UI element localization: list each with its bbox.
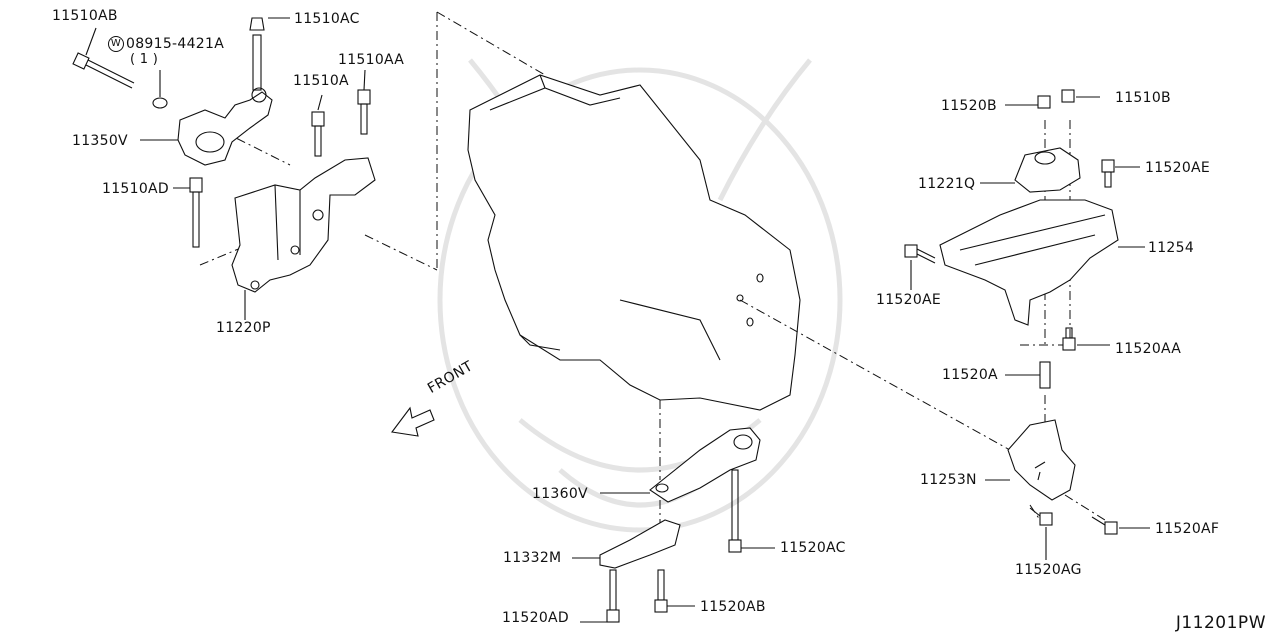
label-11520b[interactable]: 11520B: [941, 98, 997, 114]
label-11220p[interactable]: 11220P: [216, 320, 271, 336]
label-11510ac[interactable]: 11510AC: [294, 11, 360, 27]
part-11350v-mount[interactable]: [177, 17, 273, 166]
bolt-11510aa[interactable]: [357, 89, 371, 135]
label-11221q[interactable]: 11221Q: [918, 176, 976, 192]
bolt-11520ac[interactable]: [728, 469, 742, 553]
label-11520ae-left[interactable]: 11520AE: [876, 292, 942, 308]
label-11253n[interactable]: 11253N: [920, 472, 977, 488]
part-11253n-bracket[interactable]: [1007, 419, 1076, 501]
washer-symbol: W: [108, 36, 124, 52]
label-11520aa[interactable]: 11520AA: [1115, 341, 1182, 357]
bolt-11520af[interactable]: [1091, 516, 1118, 535]
bolt-11520ae-top[interactable]: [1101, 159, 1115, 188]
part-11221q-insulator[interactable]: [1014, 147, 1081, 193]
label-11332m[interactable]: 11332M: [503, 550, 562, 566]
label-11520ad[interactable]: 11520AD: [502, 610, 569, 626]
label-11254[interactable]: 11254: [1148, 240, 1195, 256]
label-11520ae-top[interactable]: 11520AE: [1145, 160, 1211, 176]
washer-08915[interactable]: [152, 97, 168, 109]
bolt-11510b[interactable]: [1061, 89, 1075, 103]
label-11520a[interactable]: 11520A: [942, 367, 998, 383]
diagram-code: J11201PW: [1175, 613, 1266, 633]
label-11510b[interactable]: 11510B: [1115, 90, 1171, 106]
bolt-11510a[interactable]: [311, 111, 325, 157]
label-11520ag[interactable]: 11520AG: [1015, 562, 1082, 578]
label-11520ab[interactable]: 11520AB: [700, 599, 766, 615]
label-11510ab[interactable]: 11510AB: [52, 8, 118, 24]
part-11220p-bracket[interactable]: [231, 157, 376, 293]
engine-block: [467, 74, 801, 411]
part-11254-bracket[interactable]: [939, 199, 1119, 326]
label-11510ad[interactable]: 11510AD: [102, 181, 169, 197]
bolt-11520b[interactable]: [1037, 95, 1051, 109]
bolt-11520ag[interactable]: [1029, 507, 1053, 526]
label-11510a[interactable]: 11510A: [293, 73, 349, 89]
bolt-11520aa[interactable]: [1062, 327, 1076, 351]
front-arrow-icon: [391, 406, 435, 437]
label-11350v[interactable]: 11350V: [72, 133, 128, 149]
bolt-11520ae-left[interactable]: [904, 244, 936, 264]
callout-lines: [85, 17, 1150, 623]
bolt-11520ad[interactable]: [606, 569, 620, 623]
bolt-11510ab[interactable]: [72, 52, 135, 89]
bolt-11520ab[interactable]: [654, 569, 668, 613]
label-11360v[interactable]: 11360V: [532, 486, 588, 502]
part-11332m-bracket[interactable]: [599, 519, 681, 569]
part-11360v-torque-rod[interactable]: [649, 427, 761, 503]
washer-part-number: 08915-4421A: [126, 36, 225, 52]
label-11520af[interactable]: 11520AF: [1155, 521, 1220, 537]
stud-11520a[interactable]: [1039, 361, 1051, 389]
label-washer-qty: ( 1 ): [130, 52, 159, 67]
label-11520ac[interactable]: 11520AC: [780, 540, 846, 556]
bolt-11510ad[interactable]: [189, 177, 203, 248]
label-11510aa[interactable]: 11510AA: [338, 52, 405, 68]
